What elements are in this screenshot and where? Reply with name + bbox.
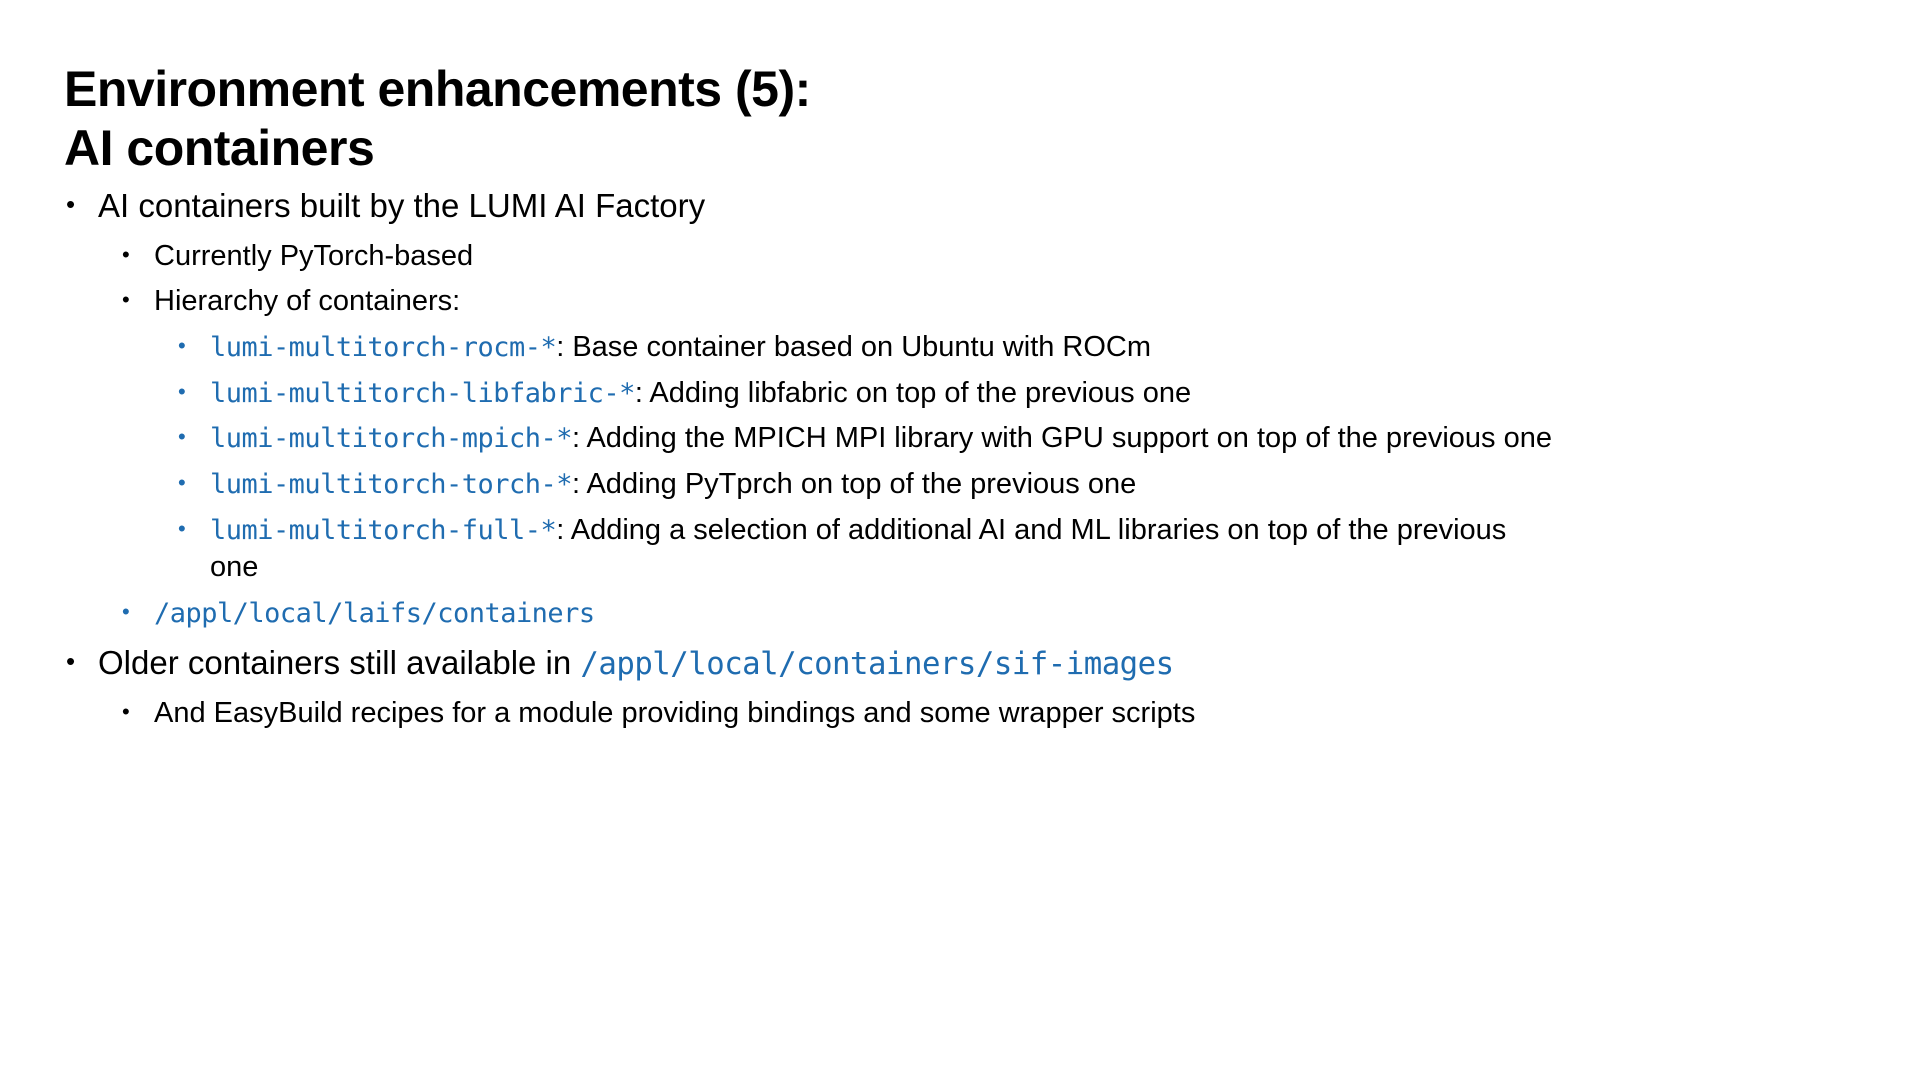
code-run: lumi-multitorch-libfabric-* <box>210 377 635 409</box>
bullet-icon: • <box>66 645 76 676</box>
list-item: • AI containers built by the LUMI AI Fact… <box>0 184 1560 228</box>
list-item: • Hierarchy of containers: <box>0 283 1560 321</box>
page-title: Environment enhancements (5): AI contain… <box>64 60 811 176</box>
code-run: lumi-multitorch-full-* <box>210 514 557 546</box>
text-run: : Adding PyTprch on top of the previous … <box>571 467 1137 500</box>
bullet-icon: • <box>122 599 130 625</box>
list-item: • And EasyBuild recipes for a module prov… <box>0 695 1560 733</box>
code-run: lumi-multitorch-torch-* <box>210 468 572 500</box>
list-item: • lumi-multitorch-libfabric-*: Adding lib… <box>0 375 1560 413</box>
text-run: Currently PyTorch-based <box>154 239 474 272</box>
list-item: • /appl/local/laifs/containers <box>0 595 1560 633</box>
list-item-text: Currently PyTorch-based <box>154 238 1560 276</box>
list-item: • lumi-multitorch-rocm-*: Base container … <box>0 329 1560 367</box>
bullet-icon: • <box>66 189 76 219</box>
bullet-icon: • <box>178 378 186 404</box>
bullet-icon: • <box>178 424 186 450</box>
list-item-text: And EasyBuild recipes for a module provi… <box>154 695 1560 733</box>
list-item-text: Hierarchy of containers: <box>154 283 1560 321</box>
bullet-list: • AI containers built by the LUMI AI Fact… <box>0 184 1560 741</box>
bullet-icon: • <box>178 515 186 541</box>
text-run: AI containers built by the LUMI AI Facto… <box>98 187 706 224</box>
list-item: • lumi-multitorch-full-*: Adding a select… <box>0 512 1560 587</box>
list-item-text: lumi-multitorch-torch-*: Adding PyTprch … <box>210 466 1560 504</box>
code-run: /appl/local/laifs/containers <box>154 598 595 630</box>
bullet-icon: • <box>122 241 130 267</box>
bullet-icon: • <box>178 469 186 495</box>
text-run: And EasyBuild recipes for a module provi… <box>154 697 1196 730</box>
list-item-text: Older containers still available in /app… <box>98 641 1560 686</box>
text-run: : Adding a selection of additional AI an… <box>210 513 1507 584</box>
list-item-text: /appl/local/laifs/containers <box>154 595 1560 633</box>
bullet-icon: • <box>122 699 130 725</box>
list-item: • lumi-multitorch-mpich-*: Adding the MPI… <box>0 420 1560 458</box>
text-run: : Adding the MPICH MPI library with GPU … <box>571 422 1552 455</box>
code-run: /appl/local/containers/sif-images <box>580 646 1174 682</box>
list-item: • Currently PyTorch-based <box>0 238 1560 276</box>
list-item: • Older containers still available in /ap… <box>0 641 1560 686</box>
text-run: Hierarchy of containers: <box>154 285 461 318</box>
list-item-text: lumi-multitorch-libfabric-*: Adding libf… <box>210 375 1560 413</box>
text-run: : Adding libfabric on top of the previou… <box>634 376 1192 409</box>
code-run: lumi-multitorch-rocm-* <box>210 331 557 363</box>
list-item-text: lumi-multitorch-rocm-*: Base container b… <box>210 329 1560 367</box>
text-run: : Base container based on Ubuntu with RO… <box>556 330 1152 363</box>
list-item-text: AI containers built by the LUMI AI Facto… <box>98 184 1560 228</box>
list-item: • lumi-multitorch-torch-*: Adding PyTprch… <box>0 466 1560 504</box>
text-run: Older containers still available in <box>98 643 581 681</box>
list-item-text: lumi-multitorch-full-*: Adding a selecti… <box>210 512 1560 587</box>
list-item-text: lumi-multitorch-mpich-*: Adding the MPIC… <box>210 420 1560 458</box>
code-run: lumi-multitorch-mpich-* <box>210 423 572 455</box>
bullet-icon: • <box>178 332 186 358</box>
bullet-icon: • <box>122 287 130 313</box>
